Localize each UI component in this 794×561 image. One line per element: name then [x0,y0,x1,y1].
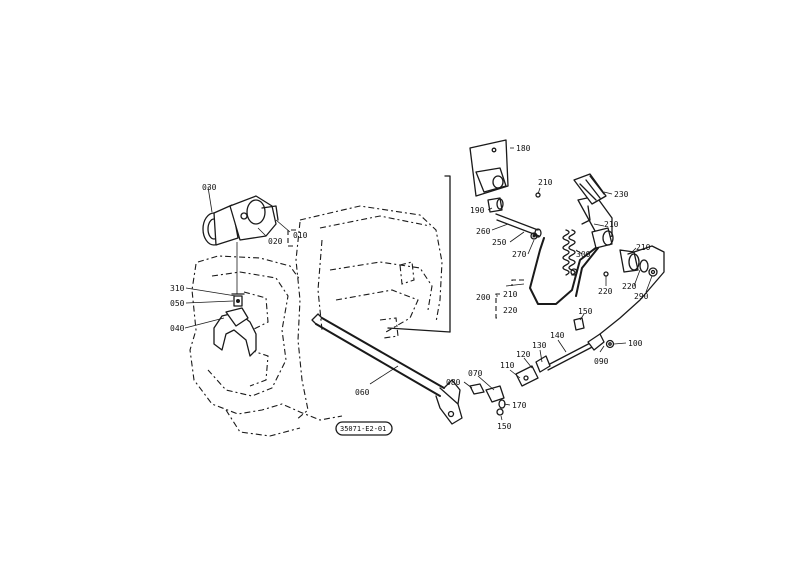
clutch-pedal-arm [529,195,665,335]
label-300: 300 [576,250,591,259]
label-030: 030 [202,183,217,192]
drawing-code: 35071-E2-01 [340,425,386,433]
group-brackets [287,229,524,319]
label-020: 020 [268,237,283,246]
leader-lines [184,147,653,421]
label-270: 260 [476,227,491,236]
release-bearing-assembly [202,195,279,246]
label-220-right: 220 [598,287,613,296]
label-120: 120 [516,350,531,359]
label-210-top: 210 [604,220,619,229]
label-210-bracket: 210 [503,290,518,299]
label-200: 200 [476,293,491,302]
bracket-frame [387,175,451,333]
label-210-right: 210 [636,243,651,252]
drawing-reference: 35071-E2-01 [335,421,393,436]
part-number-labels: 030 010 020 310 050 040 060 080 070 110 … [170,144,651,431]
label-250: 230 [614,190,629,199]
label-180: 180 [516,144,531,153]
label-040: 040 [170,324,185,333]
transmission-housing [189,205,443,437]
label-050: 050 [170,299,185,308]
label-260: 250 [492,238,507,247]
label-010: 010 [293,231,308,240]
label-150-lower: 150 [497,422,512,431]
label-170: 170 [512,401,527,410]
cross-shaft [311,313,463,425]
pedal-bracket [469,139,509,197]
label-290: 290 [634,292,649,301]
label-310: 310 [170,284,185,293]
label-060: 060 [355,388,370,397]
label-090: 090 [594,357,609,366]
pins-group [487,192,542,240]
label-080: 080 [446,378,461,387]
label-130: 130 [532,341,547,350]
label-150-upper: 150 [578,307,593,316]
label-240: 210 [538,178,553,187]
return-spring [562,229,576,276]
label-280: 270 [512,250,527,259]
shift-fork [213,293,257,357]
label-220-bracket: 220 [503,306,518,315]
label-110: 110 [500,361,515,370]
label-140: 140 [550,331,565,340]
label-230: 220 [622,282,637,291]
pedal-pad [573,173,607,225]
clutch-rod [469,317,615,416]
label-070: 070 [468,369,483,378]
label-100: 100 [628,339,643,348]
label-190: 190 [470,206,485,215]
